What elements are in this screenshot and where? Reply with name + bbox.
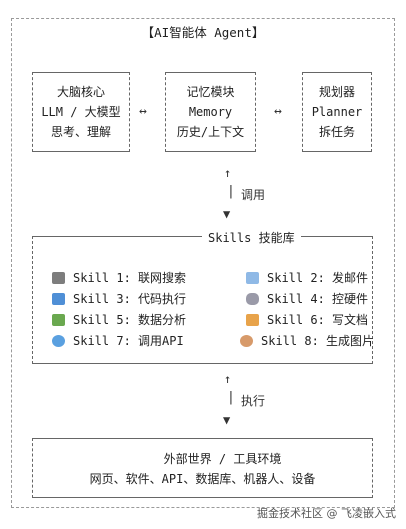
tools-icon	[52, 271, 65, 284]
brain-desc: 思考、理解	[50, 125, 111, 139]
globe-icon	[52, 334, 65, 347]
memory-en: Memory	[188, 105, 233, 119]
exec-down-arrow: ▼	[223, 413, 231, 427]
skill-item: Skill 2: 发邮件	[246, 269, 368, 286]
skill-item: Skill 5: 数据分析	[52, 311, 186, 328]
skill-label: Skill 1: 联网搜索	[73, 271, 187, 285]
skill-item: Skill 7: 调用API	[52, 332, 184, 349]
skill-label: Skill 8: 生成图片	[261, 334, 375, 348]
call-down-arrow: ▼	[223, 207, 231, 221]
skills-title: Skills 技能库	[202, 229, 301, 246]
exec-down-arrow-wrap: ▼	[223, 412, 230, 428]
call-label: 调用	[241, 188, 266, 202]
planner-en: Planner	[311, 105, 363, 119]
skill-label: Skill 4: 控硬件	[267, 292, 369, 306]
computer-icon	[52, 292, 65, 305]
chart-icon	[52, 313, 65, 326]
exec-label: 执行	[241, 394, 266, 408]
brain-core-box: 大脑核心 LLM / 大模型 思考、理解	[32, 72, 130, 152]
skill-label: Skill 2: 发邮件	[267, 271, 369, 285]
agent-frame	[11, 18, 395, 508]
memory-title: 记忆模块	[186, 85, 235, 99]
skill-label: Skill 3: 代码执行	[73, 292, 187, 306]
robot-icon	[246, 292, 259, 305]
call-flow: ↑	[224, 165, 231, 181]
skill-label: Skill 7: 调用API	[73, 334, 184, 348]
skill-item: Skill 8: 生成图片	[240, 332, 374, 349]
skill-label: Skill 6: 写文档	[267, 313, 369, 327]
brain-title: 大脑核心	[56, 85, 105, 99]
call-up-arrow: ↑	[224, 166, 232, 180]
palette-icon	[240, 334, 253, 347]
brain-model: LLM / 大模型	[41, 105, 121, 119]
world-desc: 网页、软件、API、数据库、机器人、设备	[89, 472, 316, 486]
skill-item: Skill 4: 控硬件	[246, 290, 368, 307]
call-down-arrow-wrap: ▼	[223, 206, 230, 222]
planner-title: 规划器	[318, 85, 355, 99]
watermark: 掘金技术社区 @ 飞凌嵌入式	[257, 507, 396, 520]
planner-box: 规划器 Planner 拆任务	[302, 72, 372, 152]
memo-icon	[246, 313, 259, 326]
skill-item: Skill 6: 写文档	[246, 311, 368, 328]
call-divider: |	[227, 184, 235, 199]
external-world-box: 外部世界 / 工具环境 网页、软件、API、数据库、机器人、设备	[32, 438, 373, 498]
brain-memory-arrow: ↔	[139, 104, 147, 119]
world-title: 外部世界 / 工具环境	[163, 452, 282, 466]
skill-item: Skill 3: 代码执行	[52, 290, 186, 307]
mail-icon	[246, 271, 259, 284]
memory-planner-arrow: ↔	[274, 104, 282, 119]
diagram-title: 【AI智能体 Agent】	[141, 25, 265, 40]
exec-up-arrow: ↑	[224, 372, 232, 386]
exec-flow: ↑	[224, 371, 231, 387]
exec-divider: |	[227, 390, 235, 405]
memory-desc: 历史/上下文	[176, 125, 245, 139]
memory-box: 记忆模块 Memory 历史/上下文	[165, 72, 256, 152]
skill-label: Skill 5: 数据分析	[73, 313, 187, 327]
planner-desc: 拆任务	[318, 125, 355, 139]
skill-item: Skill 1: 联网搜索	[52, 269, 186, 286]
